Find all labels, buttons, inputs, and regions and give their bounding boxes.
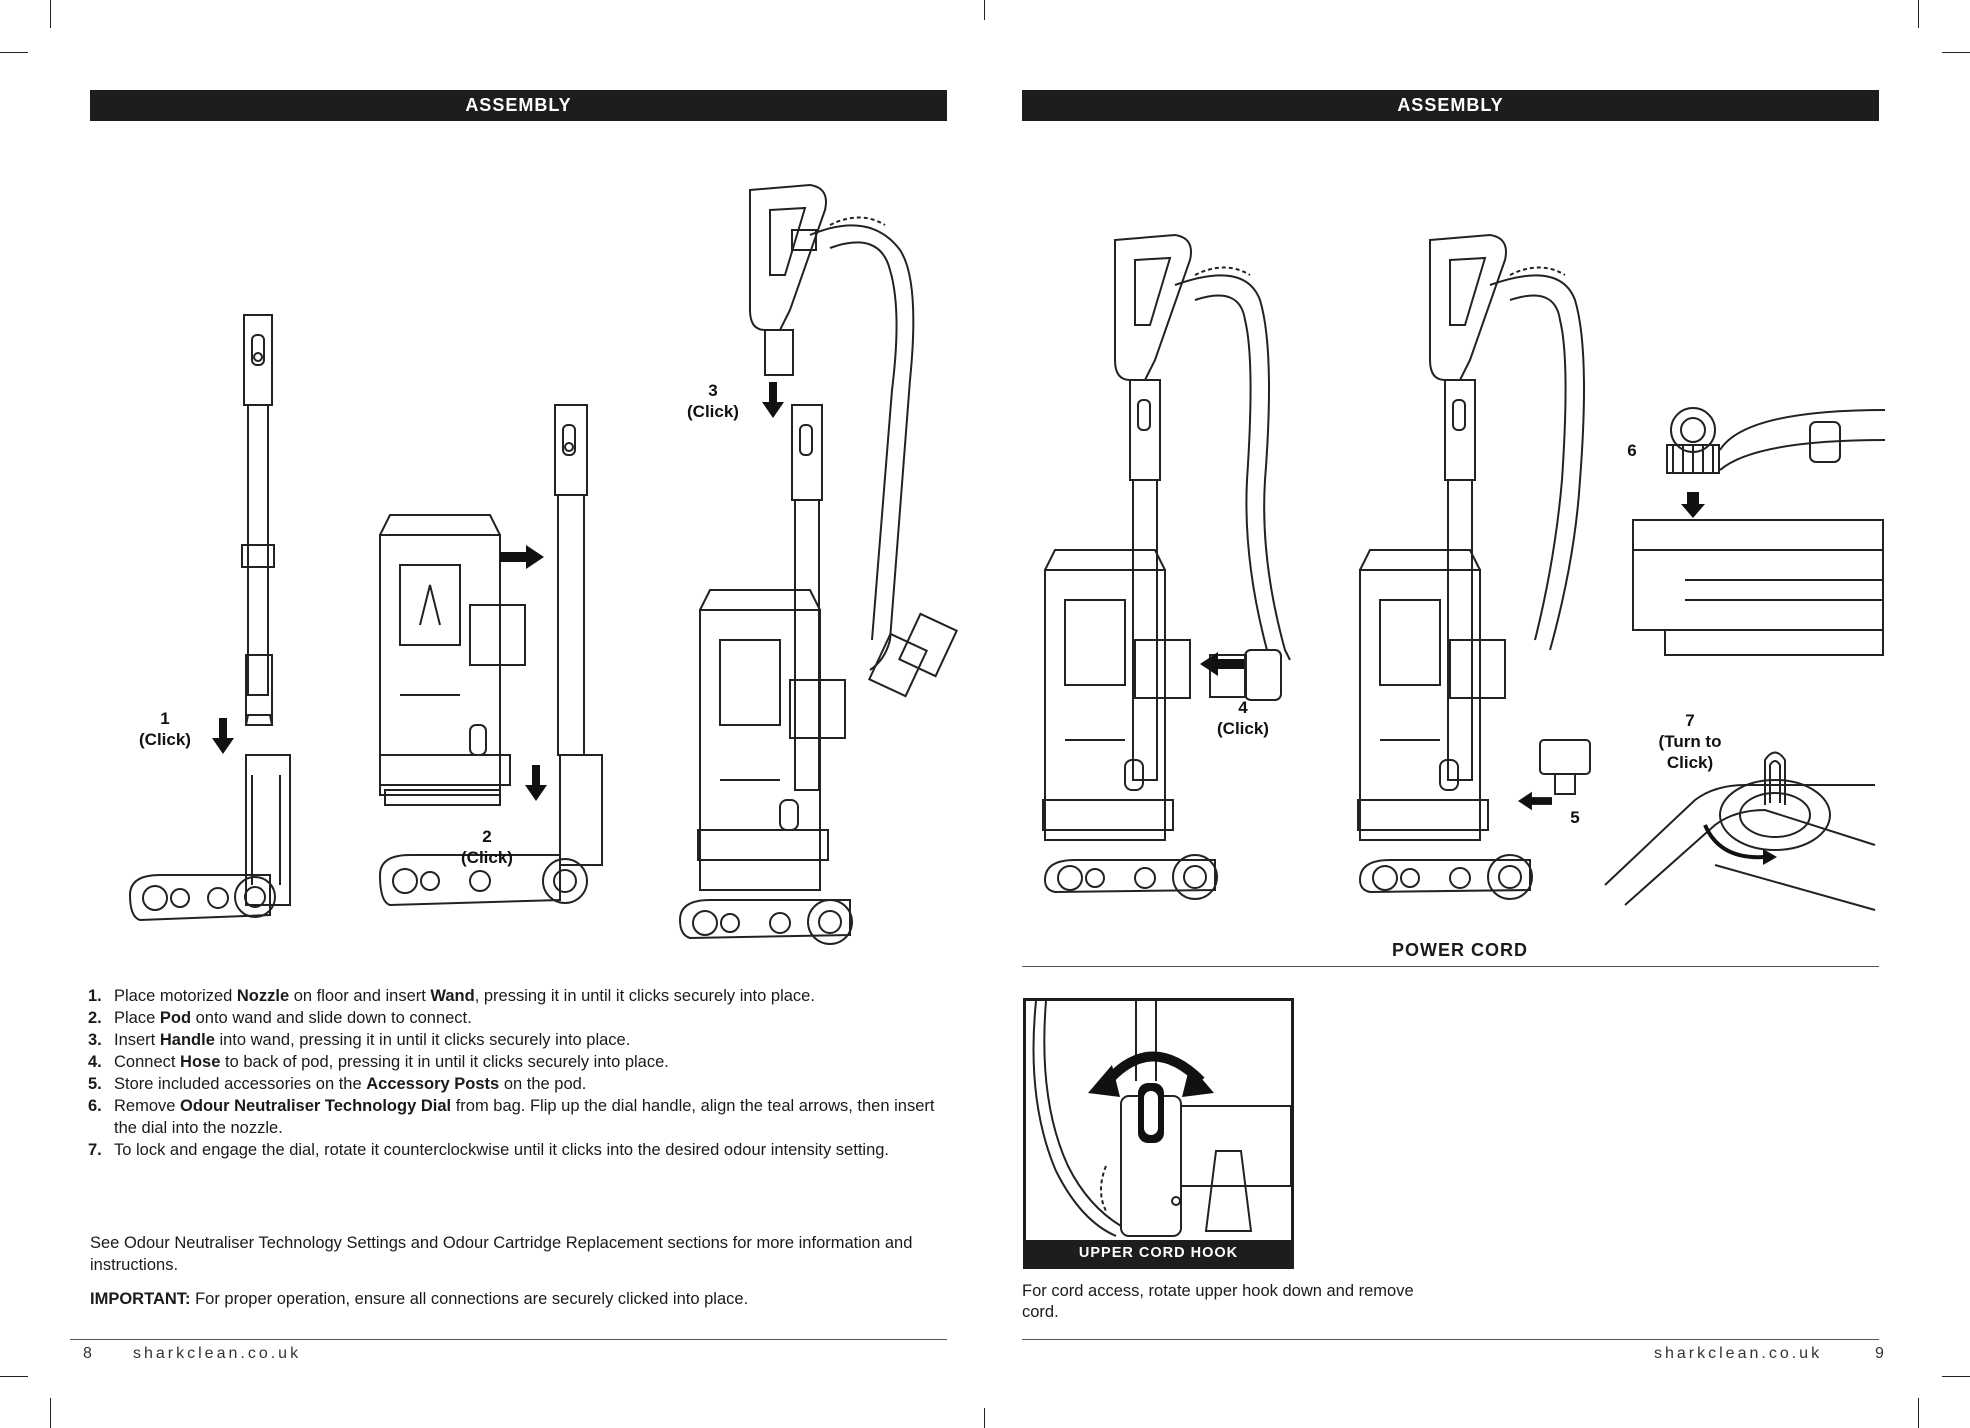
step-number: 2.	[88, 1009, 102, 1027]
step-text: Connect Hose to back of pod, pressing it…	[114, 1051, 948, 1073]
crop-mark	[1942, 1376, 1970, 1377]
crop-mark	[984, 0, 985, 20]
left-website: sharkclean.co.uk	[133, 1345, 302, 1362]
step-number: 6.	[88, 1097, 102, 1115]
arrow-left-icon	[1518, 791, 1552, 811]
step-term: Nozzle	[236, 987, 290, 1005]
step-fragment: Store included accessories on the	[114, 1075, 367, 1093]
step-fragment: Place motorized	[114, 987, 237, 1005]
step-fragment: onto wand and slide down to connect.	[191, 1009, 472, 1027]
left-section-title: ASSEMBLY	[465, 95, 572, 115]
step-fragment: on floor and insert	[289, 987, 431, 1005]
step-number: 7.	[88, 1141, 102, 1159]
crop-mark	[1918, 0, 1919, 28]
assembly-step: 7. To lock and engage the dial, rotate it…	[88, 1139, 948, 1161]
step-fragment: from bag. Flip up the dial handle, align…	[114, 1097, 935, 1137]
callout-5: 5	[1570, 808, 1580, 827]
assembly-step: 1. Place motorized Nozzle on floor and in…	[88, 985, 948, 1007]
assembly-step: 2. Place Pod onto wand and slide down to …	[88, 1007, 948, 1029]
crop-mark	[50, 0, 51, 28]
crop-mark	[984, 1408, 985, 1428]
right-section-title: ASSEMBLY	[1397, 95, 1504, 115]
arrow-down-icon	[525, 765, 547, 801]
step-text: Place Pod onto wand and slide down to co…	[114, 1007, 948, 1029]
crop-mark	[0, 52, 28, 53]
step-fragment: To lock and engage the dial, rotate it c…	[114, 1141, 890, 1159]
illustration-accessory-posts	[1357, 233, 1591, 900]
right-section-header: ASSEMBLY	[1022, 90, 1879, 121]
step-fragment: Insert	[114, 1031, 160, 1049]
step-fragment: Connect	[114, 1053, 181, 1071]
step-text: Insert Handle into wand, pressing it in …	[114, 1029, 948, 1051]
callout-6: 6	[1627, 441, 1637, 460]
step-term: Accessory Posts	[366, 1075, 500, 1093]
illustration-wand-nozzle	[128, 314, 291, 922]
step-number: 1.	[88, 987, 102, 1005]
step-text: Store included accessories on the Access…	[114, 1073, 948, 1095]
crop-mark	[1918, 1398, 1919, 1428]
step-term: Wand	[430, 987, 475, 1005]
step-number: 5.	[88, 1075, 102, 1093]
upper-cord-hook-label: UPPER CORD HOOK	[1026, 1240, 1291, 1266]
cord-access-text: For cord access, rotate upper hook down …	[1022, 1282, 1414, 1321]
arrow-down-icon	[762, 382, 784, 418]
step-term: Odour Neutraliser Technology Dial	[180, 1097, 452, 1115]
crop-mark	[1942, 52, 1970, 53]
upper-cord-hook-illustration	[1032, 1001, 1291, 1237]
step-fragment: Remove	[114, 1097, 181, 1115]
step-number: 4.	[88, 1053, 102, 1071]
crop-mark	[50, 1398, 51, 1428]
callout-3: 3 (Click)	[687, 381, 739, 421]
assembly-step: 3. Insert Handle into wand, pressing it i…	[88, 1029, 948, 1051]
left-footer-rule	[70, 1339, 947, 1340]
step-term: Handle	[159, 1031, 215, 1049]
important-label: IMPORTANT:	[90, 1290, 191, 1308]
assembly-step: 6. Remove Odour Neutraliser Technology Di…	[88, 1095, 948, 1139]
step-fragment: to back of pod, pressing it in until it …	[220, 1053, 669, 1071]
step-fragment: Place	[114, 1009, 160, 1027]
step-text: To lock and engage the dial, rotate it c…	[114, 1139, 948, 1161]
illustration-handle-into-wand	[678, 183, 959, 945]
right-website: sharkclean.co.uk	[1654, 1345, 1823, 1362]
arrow-left-icon	[1200, 652, 1244, 676]
illustration-odour-dial-insert	[1632, 407, 1886, 656]
illustration-odour-dial-rotate	[1604, 751, 1876, 911]
arrow-down-icon	[212, 718, 234, 754]
see-note: See Odour Neutraliser Technology Setting…	[90, 1234, 913, 1274]
power-cord-title: POWER CORD	[1392, 940, 1528, 960]
illustration-hose-to-pod	[1042, 233, 1291, 900]
assembly-step: 4. Connect Hose to back of pod, pressing …	[88, 1051, 948, 1073]
assembly-step: 5. Store included accessories on the Acce…	[88, 1073, 948, 1095]
callout-4: 4 (Click)	[1217, 698, 1269, 738]
step-text: Remove Odour Neutraliser Technology Dial…	[114, 1095, 948, 1139]
important-note: IMPORTANT: For proper operation, ensure …	[90, 1288, 950, 1310]
step-term: Pod	[159, 1009, 192, 1027]
right-page-number: 9	[1875, 1345, 1884, 1362]
left-page-number: 8	[83, 1345, 92, 1362]
upper-cord-hook-inset: UPPER CORD HOOK	[1023, 998, 1294, 1269]
callout-2: 2 (Click)	[461, 827, 513, 867]
right-footer-rule	[1022, 1339, 1879, 1340]
assembly-steps-list: 1. Place motorized Nozzle on floor and in…	[88, 985, 948, 1161]
illustration-pod-on-wand	[378, 404, 603, 907]
important-text: For proper operation, ensure all connect…	[190, 1290, 749, 1308]
left-section-header: ASSEMBLY	[90, 90, 947, 121]
step-fragment: , pressing it in until it clicks securel…	[474, 987, 815, 1005]
callout-7: 7 (Turn to Click)	[1658, 711, 1722, 772]
step-fragment: into wand, pressing it in until it click…	[214, 1031, 631, 1049]
step-text: Place motorized Nozzle on floor and inse…	[114, 985, 948, 1007]
crop-mark	[0, 1376, 28, 1377]
step-term: Hose	[180, 1053, 221, 1071]
power-cord-rule	[1022, 966, 1879, 967]
callout-1: 1 (Click)	[139, 709, 191, 749]
step-fragment: on the pod.	[499, 1075, 587, 1093]
arrow-right-icon	[500, 545, 544, 569]
step-number: 3.	[88, 1031, 102, 1049]
